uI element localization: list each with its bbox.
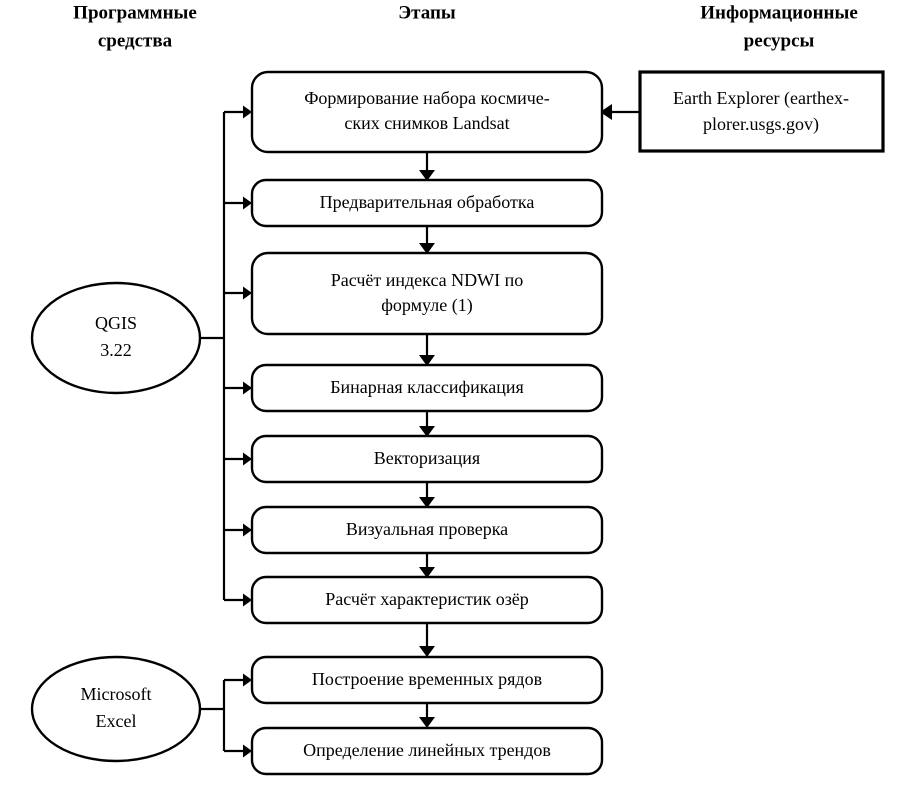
earth-explorer-arrow [600,104,612,120]
stage-node-8[interactable]: Построение временных рядов [250,655,604,705]
qgis-arrow-stage-3 [243,286,252,300]
stage-1-label-line2: ских снимков Landsat [344,113,509,133]
stage-8-label-line1: Построение временных рядов [312,669,542,689]
qgis-label-line2: 3.22 [100,340,132,360]
stage-9-label-line1: Определение линейных трендов [303,740,551,760]
excel-label-line2: Excel [96,711,137,731]
stage-1-label-line1: Формирование набора космиче- [304,88,550,108]
qgis-arrow-stage-6 [243,523,252,537]
stage-2-box [250,178,604,228]
excel-arrow-stage-8 [243,673,252,687]
flow-arrow-8-9-head [419,717,435,728]
column-header-software-line2: средства [98,30,173,51]
flow-arrow-5-6-head [419,497,435,508]
qgis-arrow-stage-5 [243,452,252,466]
earth-explorer-label-line1: Earth Explorer (earthex- [673,88,849,109]
stage-3-box [250,251,604,336]
qgis-label-line1: QGIS [95,313,137,333]
stage-5-box [250,434,604,484]
flow-arrow-6-7-head [419,567,435,578]
column-header-resources-line2: ресурсы [744,30,815,51]
flow-arrow-2-3-head [419,243,435,254]
column-header-resources-line1: Информационные [700,2,858,23]
resource-node-earth-explorer[interactable]: Earth Explorer (earthex- plorer.usgs.gov… [638,70,885,153]
flow-arrow-1-2-head [419,170,435,181]
stage-7-box [250,575,604,625]
excel-arrow-stage-9 [243,744,252,758]
stage-3-label-line1: Расчёт индекса NDWI по [331,270,524,290]
stage-1-box [250,70,604,154]
stage-9-box [250,726,604,776]
earth-explorer-box [638,70,885,153]
stage-node-2[interactable]: Предварительная обработка [250,178,604,228]
stage-8-box [250,655,604,705]
stage-node-6[interactable]: Визуальная проверка [250,505,604,555]
stage-6-label-line1: Визуальная проверка [346,519,508,539]
flow-arrow-4-5-head [419,426,435,437]
excel-label-line1: Microsoft [81,684,152,704]
tool-node-qgis[interactable]: QGIS 3.22 [30,281,202,395]
stage-node-4[interactable]: Бинарная классификация [250,363,604,413]
stage-node-5[interactable]: Векторизация [250,434,604,484]
qgis-ellipse [30,281,202,395]
stage-node-1[interactable]: Формирование набора космиче- ских снимко… [250,70,604,154]
stage-node-3[interactable]: Расчёт индекса NDWI по формуле (1) [250,251,604,336]
earth-explorer-label-line2: plorer.usgs.gov) [703,114,819,135]
qgis-arrow-stage-1 [243,105,252,119]
stage-3-label-line2: формуле (1) [381,295,472,316]
qgis-arrow-stage-2 [243,196,252,210]
stage-7-label-line1: Расчёт характеристик озёр [325,589,529,609]
flow-arrow-3-4-head [419,355,435,366]
column-header-software-line1: Программные [73,2,197,23]
tool-node-excel[interactable]: Microsoft Excel [30,655,202,763]
excel-ellipse [30,655,202,763]
qgis-arrow-stage-7 [243,593,252,607]
stage-node-9[interactable]: Определение линейных трендов [250,726,604,776]
stage-6-box [250,505,604,555]
qgis-arrow-stage-4 [243,381,252,395]
stage-4-box [250,363,604,413]
stage-2-label-line1: Предварительная обработка [320,192,535,212]
stage-4-label-line1: Бинарная классификация [330,377,524,397]
column-header-stages-line1: Этапы [398,2,456,23]
flow-arrow-7-8-head [419,646,435,657]
stage-5-label-line1: Векторизация [374,448,480,468]
stage-node-7[interactable]: Расчёт характеристик озёр [250,575,604,625]
